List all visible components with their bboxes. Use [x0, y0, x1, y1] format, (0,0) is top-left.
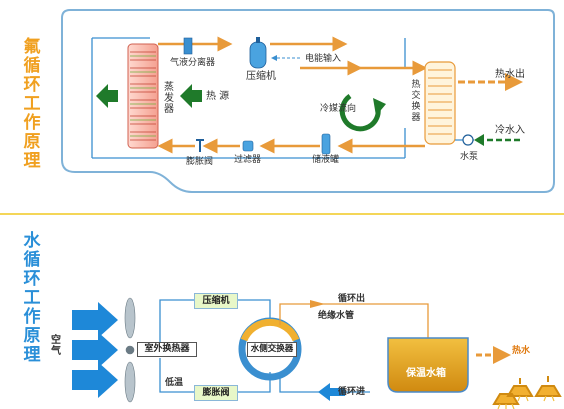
- air-arrows: [72, 302, 118, 398]
- freon-inner-loop: [91, 37, 406, 159]
- water-side-exchanger-ring: [238, 317, 302, 381]
- liquid-tank-icon: [321, 133, 331, 155]
- tank-icon: [387, 337, 469, 393]
- air-label: 空气: [51, 335, 61, 357]
- heat-exchanger-label: 热交换器: [411, 80, 421, 123]
- water-pump-label: 水泵: [460, 152, 479, 162]
- cycle-in-arrow: [318, 383, 345, 401]
- heat-source-arrow: [180, 84, 202, 108]
- heat-source-label: 热 源: [206, 91, 230, 102]
- cycle-out-pipe: [279, 303, 429, 340]
- freon-top-pipe: [158, 36, 428, 76]
- hot-water-out-label: 热水出: [495, 69, 525, 80]
- filter-label: 过滤器: [234, 155, 262, 165]
- cycle-in-label: 循环进: [338, 387, 366, 397]
- evaporator-label: 蒸发器: [164, 82, 174, 115]
- shower-heads: [492, 376, 562, 409]
- refrigerant-flow-icon: [339, 93, 386, 132]
- expansion-valve-box: 膨胀阀: [194, 385, 238, 401]
- water-side-exchanger-box: 水侧交换器: [247, 342, 297, 357]
- water-pump-icon: [462, 134, 474, 146]
- hot-water-label: 热水: [512, 346, 531, 356]
- freon-cycle-title: 氟循环工作原理: [23, 37, 41, 171]
- tank-label: 保温水箱: [406, 368, 446, 379]
- compressor-icon: [249, 37, 267, 69]
- water-cycle-title: 水循环工作原理: [23, 231, 41, 365]
- heat-out-arrow: [96, 84, 118, 108]
- filter-icon: [242, 140, 254, 152]
- outdoor-exchanger-box: 室外换热器: [137, 342, 197, 357]
- gas-liquid-separator-icon: [183, 37, 193, 55]
- low-temp-label: 低温: [165, 378, 184, 388]
- cold-water-in-label: 冷水入: [495, 125, 525, 136]
- gas-liquid-separator-label: 气液分离器: [170, 58, 216, 68]
- insulated-pipe-label: 绝缘水管: [318, 311, 355, 321]
- evaporator-coil: [127, 43, 159, 149]
- compressor-label: 压缩机: [246, 71, 276, 82]
- expansion-valve-icon: [196, 139, 204, 152]
- cycle-out-label: 循环出: [338, 294, 366, 304]
- expansion-valve-label: 膨胀阀: [186, 157, 214, 167]
- fan-icon: [124, 297, 136, 403]
- freon-outline: [61, 9, 555, 193]
- liquid-tank-label: 储液罐: [312, 155, 340, 165]
- power-input-label: 电能输入: [305, 54, 342, 64]
- refrigerant-flow-label: 冷媒流向: [320, 104, 357, 114]
- compressor-box: 压缩机: [194, 293, 238, 309]
- heat-exchanger-coil: [424, 61, 456, 145]
